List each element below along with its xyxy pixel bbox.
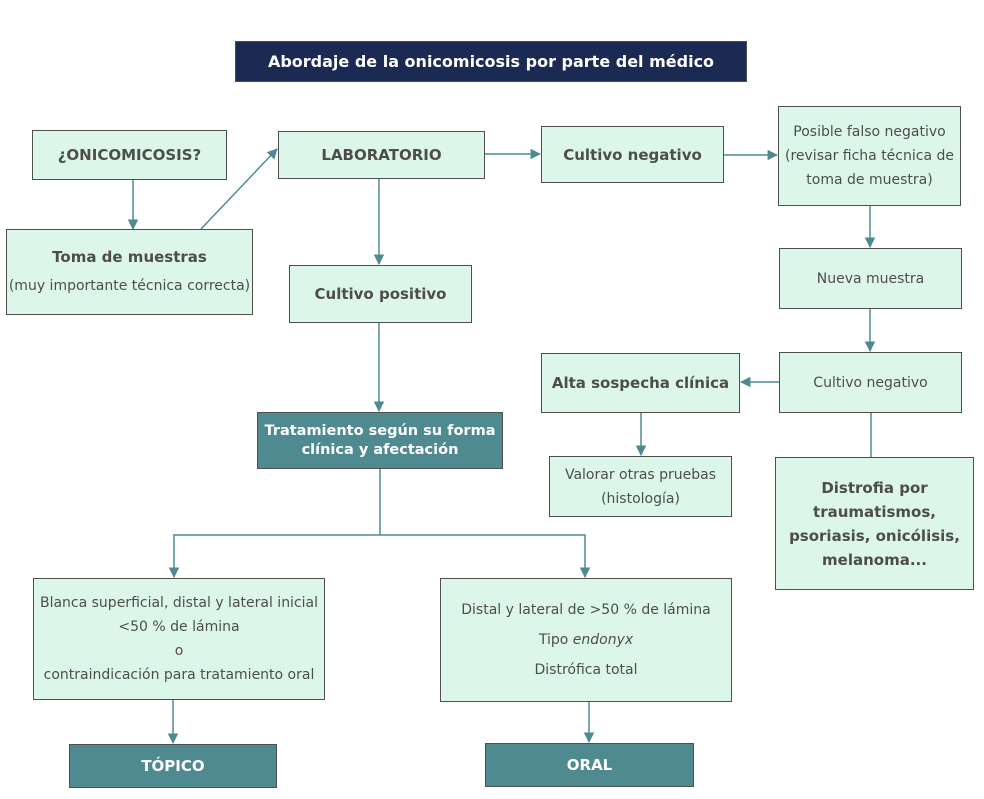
node-topico-criteria-line-2: <50 % de lámina [118, 619, 240, 635]
node-cultivo-negativo-1-text: Cultivo negativo [563, 145, 702, 164]
node-distrofia: Distrofia por traumatismos, psoriasis, o… [775, 457, 974, 590]
node-toma-muestras: Toma de muestras (muy importante técnica… [6, 229, 253, 315]
node-distrofia-line-2: traumatismos, [813, 502, 936, 521]
node-oral-criteria-line-2-italic: endonyx [572, 632, 634, 648]
arrow-split-to-topico-criteria [168, 534, 380, 579]
node-falso-negativo: Posible falso negativo (revisar ficha té… [778, 106, 961, 206]
node-tratamiento-line-2: clínica y afectación [301, 441, 459, 458]
node-falso-negativo-line-3: toma de muestra) [806, 172, 933, 188]
node-distrofia-line-1: Distrofia por [821, 478, 928, 497]
node-cultivo-negativo-2-text: Cultivo negativo [813, 374, 928, 391]
node-cultivo-negativo-1: Cultivo negativo [541, 126, 724, 183]
node-oral-text: ORAL [566, 756, 613, 774]
diagram-title: Abordaje de la onicomicosis por parte de… [235, 41, 747, 82]
node-cultivo-positivo: Cultivo positivo [289, 265, 472, 323]
node-tratamiento: Tratamiento según su forma clínica y afe… [257, 412, 503, 469]
node-cultivo-negativo-2: Cultivo negativo [779, 352, 962, 413]
node-topico: TÓPICO [69, 744, 277, 788]
node-alta-sospecha: Alta sospecha clínica [541, 353, 740, 413]
node-nueva-muestra: Nueva muestra [779, 248, 962, 309]
node-laboratorio: LABORATORIO [278, 131, 485, 179]
arrow-toma-to-laboratorio [200, 148, 278, 230]
node-topico-criteria-line-4: contraindicación para tratamiento oral [43, 667, 315, 683]
node-nueva-muestra-text: Nueva muestra [816, 270, 925, 287]
node-falso-negativo-line-2: (revisar ficha técnica de [785, 148, 954, 164]
node-oral: ORAL [485, 743, 694, 787]
node-oral-criteria-line-2-prefix: Tipo [538, 632, 573, 648]
node-onicomicosis: ¿ONICOMICOSIS? [32, 130, 227, 180]
node-topico-criteria-line-1: Blanca superficial, distal y lateral ini… [39, 595, 319, 611]
diagram-title-text: Abordaje de la onicomicosis por parte de… [267, 52, 715, 71]
node-oral-criteria: Distal y lateral de >50 % de lámina Tipo… [440, 578, 732, 702]
node-oral-criteria-line-1: Distal y lateral de >50 % de lámina [461, 602, 711, 618]
node-oral-criteria-line-3: Distrófica total [534, 662, 638, 678]
node-alta-sospecha-text: Alta sospecha clínica [551, 374, 730, 392]
node-distrofia-line-3: psoriasis, onicólisis, [789, 526, 960, 545]
node-topico-criteria: Blanca superficial, distal y lateral ini… [33, 578, 325, 700]
node-valorar-pruebas-line-2: (histología) [601, 490, 680, 507]
node-valorar-pruebas: Valorar otras pruebas (histología) [549, 456, 732, 517]
node-falso-negativo-line-1: Posible falso negativo [793, 124, 946, 140]
node-distrofia-line-4: melanoma... [822, 550, 927, 569]
node-valorar-pruebas-line-1: Valorar otras pruebas [564, 466, 717, 483]
node-topico-text: TÓPICO [141, 757, 205, 775]
node-tratamiento-line-1: Tratamiento según su forma [264, 422, 496, 439]
node-topico-criteria-line-3: o [174, 643, 184, 659]
node-oral-criteria-line-2: Tipo endonyx [539, 625, 633, 655]
node-laboratorio-text: LABORATORIO [321, 146, 442, 164]
node-onicomicosis-text: ¿ONICOMICOSIS? [57, 146, 202, 164]
node-cultivo-positivo-text: Cultivo positivo [314, 285, 447, 303]
arrow-split-to-oral-criteria [380, 534, 591, 579]
node-toma-muestras-title: Toma de muestras [52, 248, 207, 266]
node-toma-muestras-note: (muy importante técnica correcta) [8, 278, 251, 294]
